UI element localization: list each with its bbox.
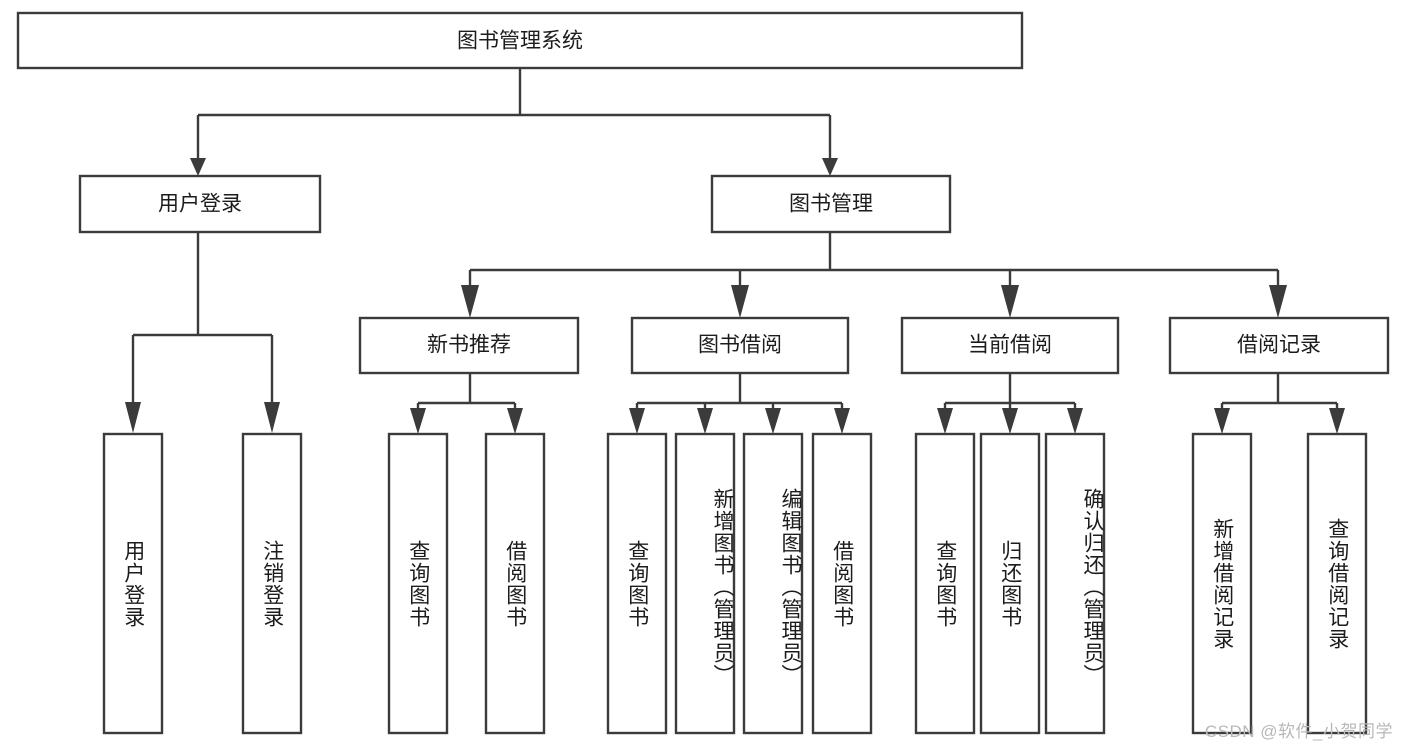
node-leaf-user-login[interactable] [102, 432, 164, 735]
connector-group-root [190, 68, 838, 176]
arrow-head-leaf-current-borrow-1 [937, 408, 953, 434]
csdn-watermark: CSDN @软件_小贺同学 [1204, 722, 1393, 741]
arrow-head-leaf-new-book-2 [507, 408, 523, 434]
node-book-management-label: 图书管理 [789, 193, 873, 216]
arrow-head-leaf-book-borrow-1 [629, 408, 645, 434]
connector-group-user-login [125, 232, 280, 433]
connector-group-current-borrow [937, 373, 1083, 434]
node-leaf-confirm-return-admin[interactable] [1044, 432, 1106, 735]
arrow-head-leaf-new-book-1 [410, 408, 426, 434]
node-leaf-add-borrow-record[interactable] [1191, 432, 1253, 735]
arrow-head-leaf-book-borrow-2 [697, 408, 713, 434]
node-leaf-query-book-nb[interactable] [387, 432, 449, 735]
connector-group-book-manage [461, 232, 1287, 318]
node-new-book-recommend-label: 新书推荐 [427, 334, 511, 357]
node-leaf-borrow-book-nb[interactable] [484, 432, 546, 735]
node-leaf-borrow-book-bb[interactable] [811, 432, 873, 735]
arrow-head-leaf-user-login-1 [125, 402, 141, 433]
arrow-head-leaf-book-borrow-3 [765, 408, 781, 434]
arrow-head-user-login [190, 158, 206, 176]
node-root-label: 图书管理系统 [457, 30, 583, 53]
arrow-head-book-manage [822, 158, 838, 176]
connector-group-book-borrow [629, 373, 850, 434]
arrow-head-new-book [461, 285, 479, 318]
node-new-book-recommend[interactable] [358, 316, 580, 375]
node-leaf-add-book-admin[interactable] [674, 432, 736, 735]
arrow-head-leaf-borrow-record-1 [1214, 408, 1230, 434]
arrow-head-leaf-current-borrow-2 [1002, 408, 1018, 434]
node-leaf-query-book-bb[interactable] [606, 432, 668, 735]
connector-group-new-book [410, 373, 523, 434]
node-user-login[interactable] [78, 174, 322, 234]
node-book-borrow[interactable] [630, 316, 850, 375]
node-leaf-logout[interactable] [241, 432, 303, 735]
arrow-head-borrow-record [1269, 285, 1287, 318]
node-borrow-record-label: 借阅记录 [1237, 334, 1321, 357]
arrow-head-leaf-current-borrow-3 [1067, 408, 1083, 434]
node-current-borrow-label: 当前借阅 [968, 334, 1052, 357]
connector-group-borrow-record [1214, 373, 1345, 434]
node-leaf-query-borrow-record[interactable] [1306, 432, 1368, 735]
arrow-head-leaf-user-login-2 [264, 402, 280, 433]
arrow-head-book-borrow [731, 285, 749, 318]
node-book-management[interactable] [710, 174, 952, 234]
arrow-head-leaf-book-borrow-4 [834, 408, 850, 434]
node-leaf-edit-book-admin[interactable] [742, 432, 804, 735]
arrow-head-leaf-borrow-record-2 [1329, 408, 1345, 434]
node-leaf-query-book-cb[interactable] [914, 432, 976, 735]
node-book-borrow-label: 图书借阅 [698, 334, 782, 357]
node-leaf-return-book[interactable] [979, 432, 1041, 735]
node-user-login-label: 用户登录 [158, 193, 242, 216]
node-root-book-management-system[interactable] [16, 11, 1024, 70]
arrow-head-current-borrow [1001, 285, 1019, 318]
node-borrow-record[interactable] [1168, 316, 1390, 375]
node-current-borrow[interactable] [900, 316, 1120, 375]
